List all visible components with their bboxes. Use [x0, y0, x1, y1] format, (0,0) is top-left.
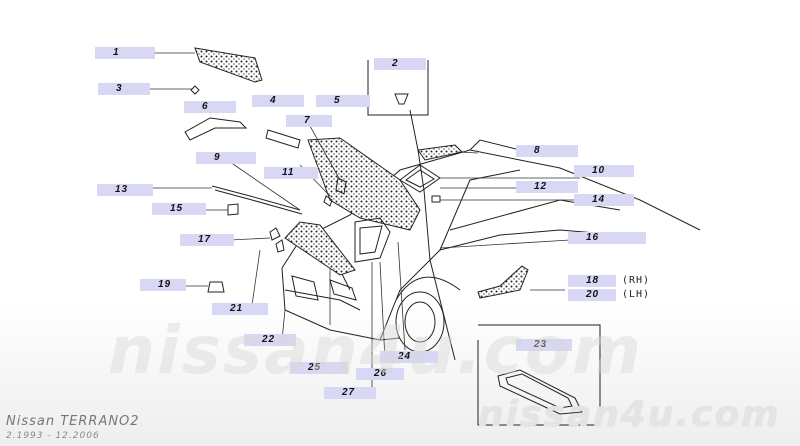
callout-3: 3	[98, 83, 150, 95]
callout-12: 12	[516, 181, 578, 193]
period-caption: 2.1993 - 12.2006	[6, 431, 100, 441]
callout-23: 23	[516, 339, 572, 351]
callout-1: 1	[95, 47, 155, 59]
watermark-corner: nissan4u.com	[478, 394, 781, 435]
callout-8: 8	[516, 145, 578, 157]
callout-6: 6	[184, 101, 236, 113]
callout-24: 24	[380, 351, 438, 363]
callout-10: 10	[574, 165, 634, 177]
callout-15: 15	[152, 203, 206, 215]
lh-note: (LH)	[622, 289, 651, 300]
callout-5: 5	[316, 95, 370, 107]
rh-note: (RH)	[622, 275, 651, 286]
callout-9: 9	[196, 152, 256, 164]
callout-16: 16	[568, 232, 646, 244]
callout-21: 21	[212, 303, 268, 315]
callout-11: 11	[264, 167, 318, 179]
callout-26: 26	[356, 368, 404, 380]
watermark-main: nissan4u.com	[108, 312, 643, 389]
callout-7: 7	[286, 115, 332, 127]
callout-4: 4	[252, 95, 304, 107]
callout-13: 13	[97, 184, 153, 196]
callout-22: 22	[244, 334, 296, 346]
callout-14: 14	[574, 194, 634, 206]
model-caption: Nissan TERRANO2	[6, 414, 140, 429]
callout-17: 17	[180, 234, 234, 246]
callout-18: 18	[568, 275, 616, 287]
callout-19: 19	[140, 279, 186, 291]
callout-25: 25	[290, 362, 348, 374]
callout-20: 20	[568, 289, 616, 301]
callout-2: 2	[374, 58, 426, 70]
callout-27: 27	[324, 387, 376, 399]
